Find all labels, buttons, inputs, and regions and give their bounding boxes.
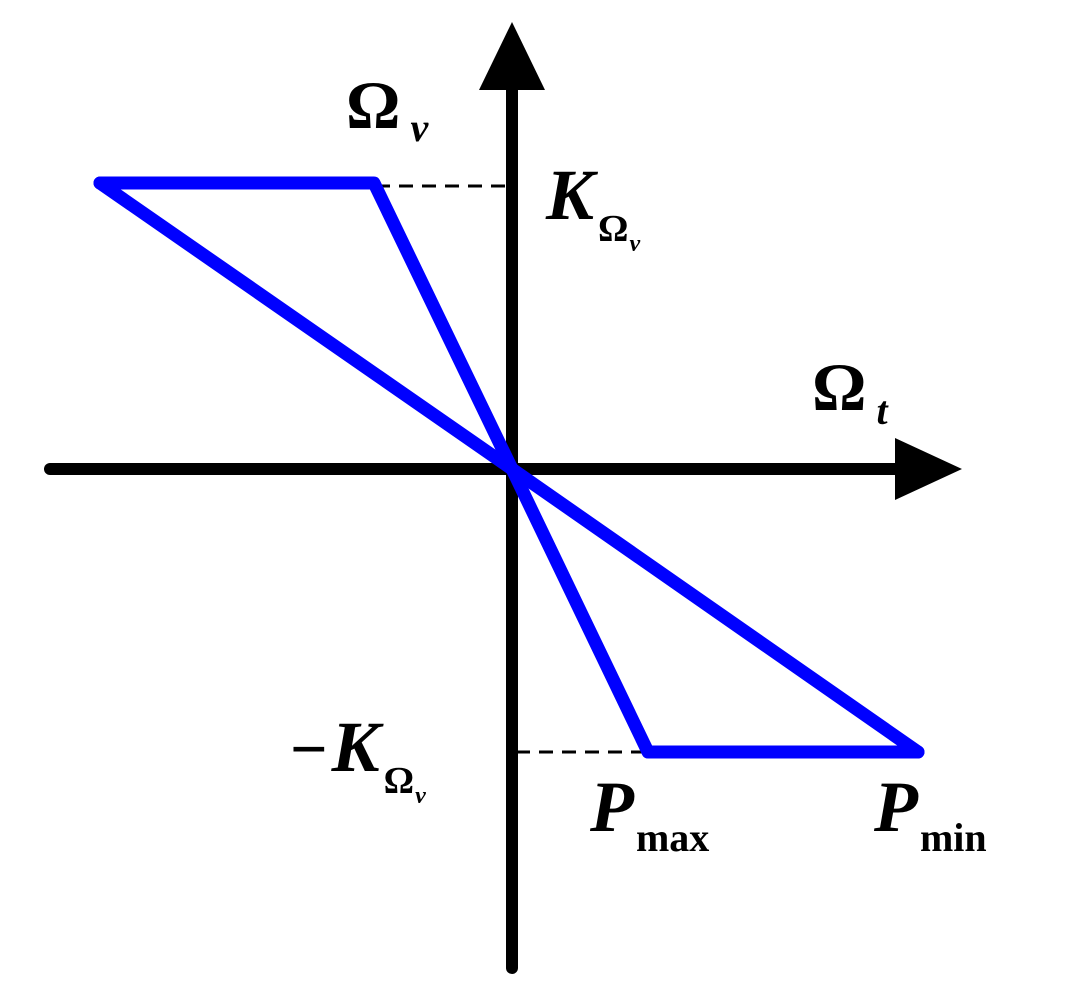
- p-max-curve: [93, 176, 925, 759]
- p-max-label: Pmax: [589, 767, 709, 860]
- lower-level-sub-symbol: Ω: [384, 760, 414, 802]
- p-max-subscript: max: [636, 815, 709, 860]
- horizontal-axis-arrowhead: [895, 438, 962, 500]
- vertical-axis-subscript: v: [410, 105, 429, 150]
- p-max-symbol: P: [589, 767, 635, 847]
- horizontal-axis-subscript: t: [876, 388, 889, 433]
- vertical-axis-symbol: Ω: [346, 67, 400, 143]
- upper-level-symbol: K: [545, 155, 599, 235]
- p-min-label: Pmin: [873, 767, 987, 860]
- lower-level-sign: −: [290, 713, 328, 786]
- lower-level-symbol: K: [331, 707, 385, 787]
- lower-level-sub-sub: v: [415, 783, 426, 809]
- p-min-symbol: P: [873, 767, 919, 847]
- upper-level-sub-sub: v: [629, 231, 640, 257]
- horizontal-axis-symbol: Ω: [812, 349, 866, 425]
- p-min-subscript: min: [920, 815, 987, 860]
- upper-level-sub-symbol: Ω: [598, 208, 628, 250]
- vertical-axis-arrowhead: [479, 22, 545, 90]
